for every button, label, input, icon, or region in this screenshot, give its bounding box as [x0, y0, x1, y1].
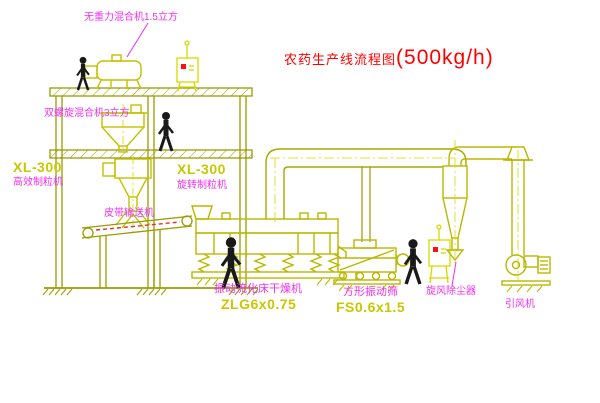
label-granulator-mid-name: 旋转制粒机: [177, 180, 227, 191]
label-granulator-mid-model: XL-300: [177, 161, 226, 177]
fan-motor: [537, 256, 551, 274]
label-dryer-model: ZLG6x0.75: [221, 296, 297, 312]
stack-and-fan: [501, 146, 551, 293]
belt-line: [95, 221, 181, 231]
control-panel-2: [428, 224, 451, 284]
worker-figure-ground-right: [405, 239, 421, 284]
label-screw-mixer: 双螺旋混合机3立方: [44, 108, 130, 119]
title-capacity: (500kg/h): [396, 46, 494, 69]
control-panel-1: [176, 40, 199, 92]
rotary-granulator: [102, 156, 152, 233]
label-granulator-left-model: XL-300: [13, 159, 62, 175]
spring-support: [309, 253, 323, 273]
gravity-mixer-leader-line: [126, 22, 149, 58]
panel2-indicator-light: [433, 247, 438, 252]
label-screen-name: 方形振动筛: [343, 286, 398, 298]
fines-return-pipe: [361, 167, 371, 242]
panel1-indicator-light: [181, 64, 186, 69]
diagram-title: 农药生产线流程图(500kg/h): [284, 46, 494, 70]
screw-mixer: [99, 104, 147, 153]
cyclone-leader-line: [451, 261, 457, 287]
cyclone-separator: [442, 140, 512, 264]
label-gravity-mixer: 无重力混合机1.5立方: [84, 12, 178, 23]
worker-figure-floor2: [159, 112, 173, 151]
vibrating-screen: [333, 239, 410, 292]
fan-scroll: [505, 254, 527, 276]
exhaust-duct: [265, 148, 467, 222]
gravity-mixer: [84, 54, 142, 90]
spring-support: [253, 253, 267, 273]
label-granulator-left-name: 高效制粒机: [13, 177, 63, 188]
spring-support: [197, 253, 211, 273]
worker-figure-roof: [77, 57, 89, 90]
worker-figure-ground-left: [222, 237, 240, 288]
label-cyclone-name: 旋风除尘器: [426, 286, 476, 297]
title-text: 农药生产线流程图: [284, 52, 397, 67]
label-dryer-name: 振动流化床干燥机: [214, 283, 302, 295]
spring-support: [281, 253, 295, 273]
building-frame: [42, 87, 259, 296]
belt-conveyor: [81, 215, 193, 288]
fluid-bed-dryer: [191, 205, 347, 286]
label-screen-model: FS0.6x1.5: [336, 299, 406, 315]
label-fan-name: 引风机: [505, 299, 535, 310]
label-belt-conveyor: 皮带输送机: [104, 208, 154, 219]
